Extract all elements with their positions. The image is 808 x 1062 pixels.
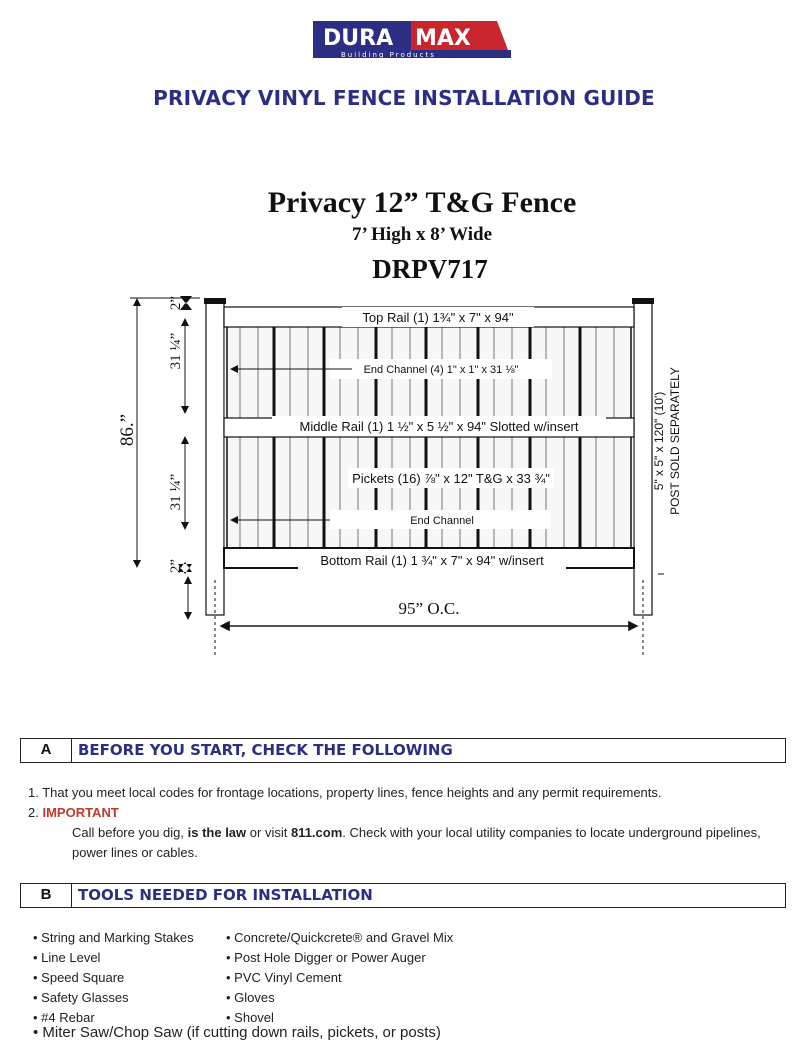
fence-title: Privacy 12” T&G Fence [267, 186, 577, 219]
tool-item-last: • Miter Saw/Chop Saw (if cutting down ra… [33, 1024, 441, 1041]
section-a-letter: A [21, 739, 72, 762]
tools-column-2: • Concrete/Quickcrete® and Gravel Mix • … [226, 928, 453, 1028]
tool-item: • Gloves [226, 990, 275, 1005]
duramax-logo: DURA MAX Building Products [311, 18, 513, 62]
link-811[interactable]: 811.com [290, 825, 343, 840]
dim-top: 2” [168, 296, 184, 310]
section-a-title: BEFORE YOU START, CHECK THE FOLLOWING [78, 741, 453, 759]
pickets-label: Pickets (16) ⅞" x 12" T&G x 33 ¾" [352, 471, 550, 486]
width-dimension: 95” O.C. [399, 599, 460, 618]
guide-title: PRIVACY VINYL FENCE INSTALLATION GUIDE [153, 86, 655, 110]
is-the-law: is the law [187, 825, 247, 840]
fence-model: DRPV717 [372, 254, 488, 284]
important-label: IMPORTANT [42, 805, 119, 820]
section-a-header: A BEFORE YOU START, CHECK THE FOLLOWING [20, 738, 786, 763]
section-b-header: B TOOLS NEEDED FOR INSTALLATION [20, 883, 786, 908]
top-rail-label: Top Rail (1) 1¾" x 7" x 94" [362, 310, 514, 325]
tool-item: • PVC Vinyl Cement [226, 970, 342, 985]
bottom-rail-label: Bottom Rail (1) 1 ¾" x 7" x 94" w/insert [320, 553, 544, 568]
item-2-number: 2. [28, 805, 39, 820]
tool-item: • Speed Square [33, 970, 125, 985]
dim-upper: 31 ¼” [168, 333, 184, 370]
end-channel-bottom-label: End Channel [410, 515, 474, 527]
section-b-letter: B [21, 884, 72, 907]
tool-item: • Shovel [226, 1010, 274, 1025]
dim-lower: 31 ¼” [168, 474, 184, 511]
tool-item: • Post Hole Digger or Power Auger [226, 950, 426, 965]
tools-column-1: • String and Marking Stakes • Line Level… [33, 928, 194, 1028]
svg-text:MAX: MAX [415, 26, 471, 51]
section-a-item-2-text: Call before you dig, is the law or visit… [72, 825, 761, 860]
logo-text: DURA [323, 26, 393, 51]
section-a-item-2: 2. IMPORTANT [28, 803, 798, 823]
end-channel-label: End Channel (4) 1" x 1" x 31 ⅛" [364, 364, 519, 376]
tool-item: • #4 Rebar [33, 1010, 95, 1025]
svg-text:Building Products: Building Products [341, 51, 436, 59]
section-a-item-1: 1. That you meet local codes for frontag… [28, 785, 662, 800]
left-post [205, 300, 225, 616]
fence-subtitle: 7’ High x 8’ Wide [351, 224, 493, 245]
middle-rail-label: Middle Rail (1) 1 ½" x 5 ½" x 94" Slotte… [299, 419, 578, 434]
tool-item: • String and Marking Stakes [33, 930, 194, 945]
fence-diagram: Top Rail (1) 1¾" x 7" x 94" End Channel … [117, 296, 682, 656]
section-b-title: TOOLS NEEDED FOR INSTALLATION [78, 886, 373, 904]
right-post [633, 300, 653, 616]
tool-item: • Concrete/Quickcrete® and Gravel Mix [226, 930, 454, 945]
post-label-2: POST SOLD SEPARATELY [668, 367, 682, 515]
section-a-list: 1. That you meet local codes for frontag… [28, 783, 798, 863]
tool-item: • Safety Glasses [33, 990, 129, 1005]
height-total-dim: 86.” [117, 414, 138, 446]
tool-item: • Line Level [33, 950, 101, 965]
post-label-1: 5" x 5" x 120" (10') [652, 392, 666, 490]
